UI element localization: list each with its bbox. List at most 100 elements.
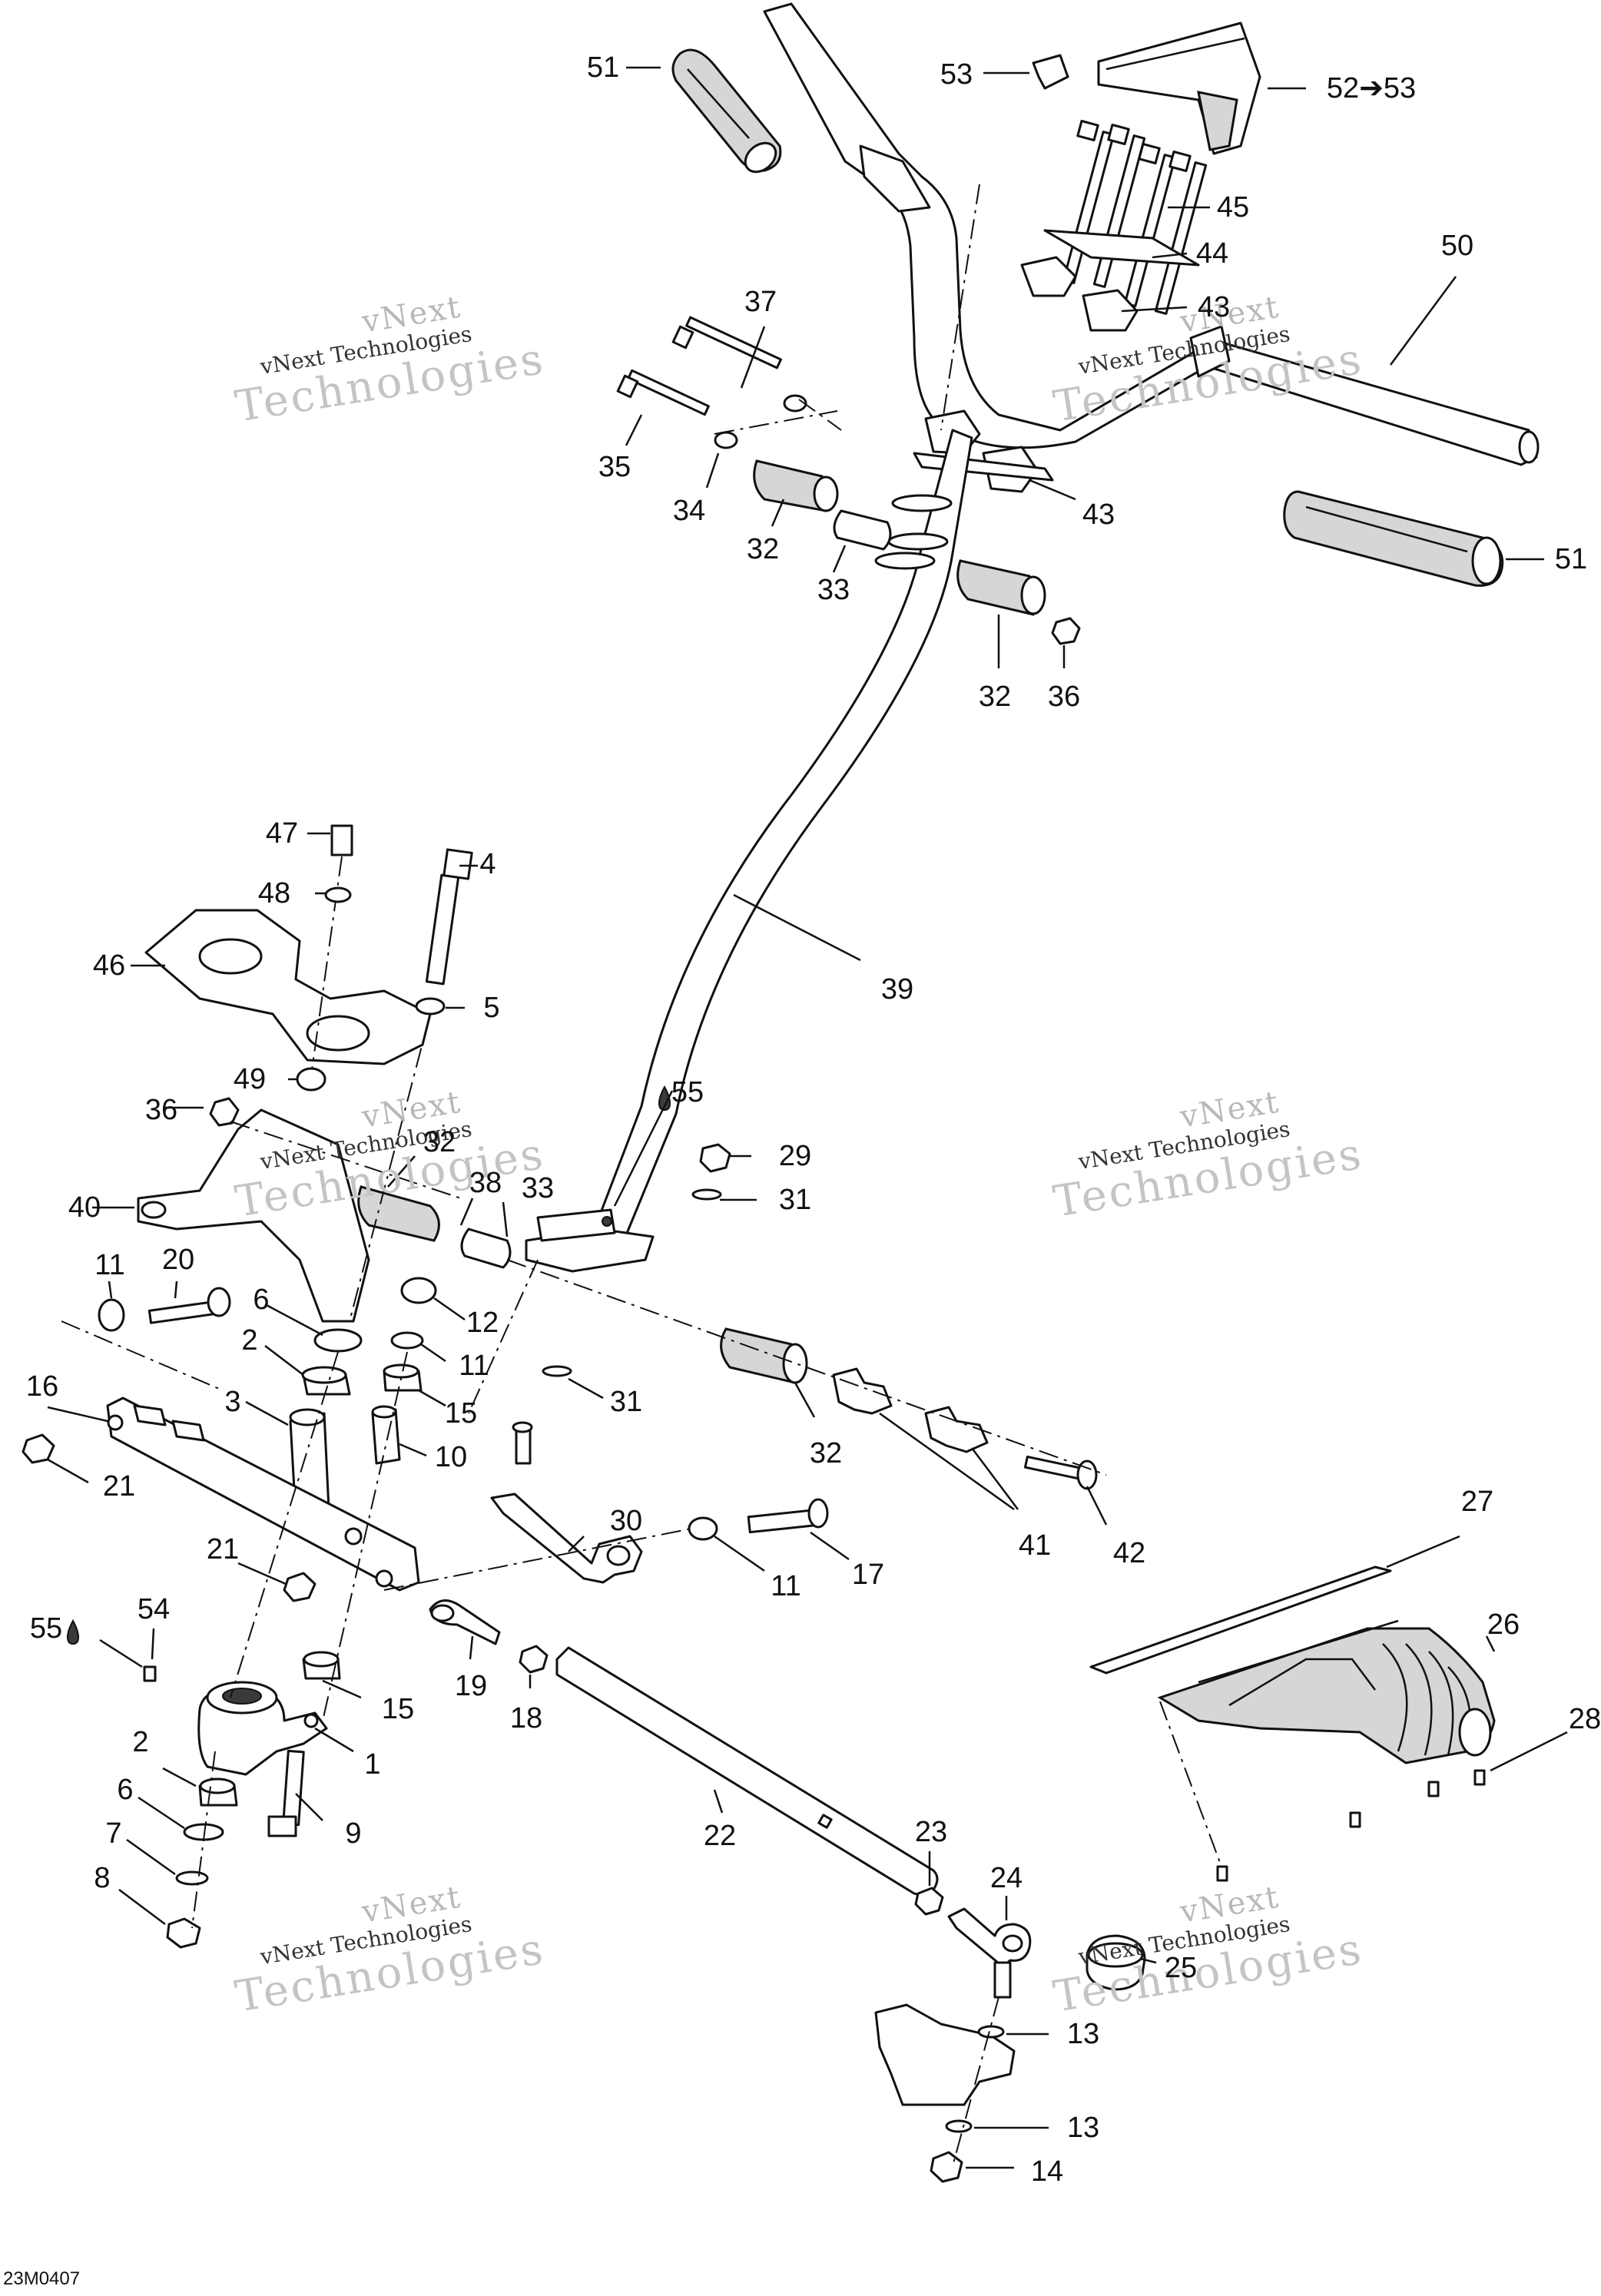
- callout-6: 6: [253, 1284, 270, 1316]
- callout-41: 41: [1018, 1529, 1052, 1562]
- callout-27: 27: [1460, 1486, 1494, 1518]
- callout-31: 31: [778, 1184, 812, 1216]
- callout-1: 1: [364, 1748, 381, 1781]
- callout-55: 55: [29, 1612, 63, 1645]
- callout-13: 13: [1066, 2018, 1100, 2050]
- callout-36: 36: [144, 1094, 178, 1126]
- callout-15: 15: [381, 1693, 415, 1725]
- nut-8: [166, 1917, 201, 1949]
- callout-48: 48: [257, 877, 291, 909]
- callout-44: 44: [1195, 237, 1229, 270]
- tie-rod-end-24: [947, 1907, 1032, 1999]
- washer-11-right: [688, 1516, 718, 1541]
- nut-29: [699, 1143, 731, 1173]
- callout-37: 37: [744, 286, 777, 318]
- drawing-reference: 23M0407: [3, 2268, 81, 2289]
- bracket-46: [144, 909, 432, 1065]
- steering-arm-1: [197, 1681, 328, 1776]
- nut-36-left: [209, 1097, 240, 1127]
- callout-25: 25: [1164, 1952, 1198, 1984]
- screws-28: [1216, 1769, 1486, 1882]
- bushing-32-upper: [753, 459, 839, 512]
- handle-grip-51-right: [1283, 490, 1504, 587]
- callout-11: 11: [94, 1249, 125, 1281]
- callout-24: 24: [989, 1862, 1023, 1894]
- bushing-32-right: [956, 559, 1046, 616]
- callout-38: 38: [469, 1167, 502, 1199]
- grease-fitting-54: [143, 1665, 157, 1682]
- callout-32: 32: [978, 681, 1012, 713]
- bushing-15-lower: [302, 1651, 341, 1680]
- callout-2: 2: [241, 1324, 258, 1357]
- steering-nozzle-arm: [874, 2003, 1016, 2106]
- callout-7: 7: [105, 1817, 122, 1850]
- washer-13-lower: [945, 2119, 973, 2133]
- callout-13: 13: [1066, 2112, 1100, 2144]
- callout-47: 47: [265, 817, 299, 850]
- washer-5: [415, 997, 446, 1015]
- callout-20: 20: [161, 1244, 195, 1276]
- bolt-35: [616, 369, 738, 449]
- gasket-27: [1089, 1565, 1392, 1675]
- callout-14: 14: [1030, 2155, 1064, 2188]
- callout-54: 54: [137, 1593, 171, 1625]
- callout-32: 32: [809, 1437, 843, 1469]
- nut-12: [400, 1277, 437, 1304]
- callout-11: 11: [771, 1570, 801, 1602]
- callout-12: 12: [466, 1307, 499, 1339]
- tie-rod-22: [555, 1646, 939, 1897]
- callout-10: 10: [434, 1441, 468, 1473]
- callout-11: 11: [459, 1350, 489, 1382]
- washer-31-lower: [542, 1365, 572, 1377]
- washer-11-mid: [390, 1331, 424, 1350]
- callout-50: 50: [1440, 230, 1474, 262]
- steering-column-39: [525, 429, 973, 1273]
- bolt-9: [267, 1749, 305, 1837]
- callout-51: 51: [586, 51, 620, 84]
- clamps-43-upper: [1020, 256, 1139, 332]
- callout-3: 3: [224, 1386, 241, 1418]
- callout-2: 2: [132, 1726, 149, 1758]
- links-41: [832, 1367, 989, 1453]
- callout-21: 21: [206, 1533, 240, 1565]
- nut-23: [914, 1887, 944, 1916]
- callout-5: 5: [483, 992, 500, 1024]
- bolt-42: [1023, 1455, 1098, 1490]
- lever-plate-16-21: [106, 1396, 420, 1592]
- callout-51: 51: [1554, 543, 1588, 575]
- callout-15: 15: [444, 1397, 478, 1430]
- center-lines: [61, 184, 1222, 2167]
- washer-6-upper: [313, 1328, 363, 1353]
- bolts-45: [1062, 119, 1208, 315]
- callout-53: 53: [940, 58, 973, 91]
- washer-7: [175, 1870, 209, 1886]
- bolt-4: [425, 848, 473, 986]
- callout-52-53: 52➔53: [1326, 72, 1417, 104]
- handlebar-50: [763, 2, 1540, 466]
- nut-14: [930, 2151, 963, 2183]
- callout-35: 35: [598, 451, 631, 483]
- bolt-17: [747, 1498, 829, 1534]
- washer-11-left: [98, 1298, 125, 1332]
- nut-49: [296, 1067, 326, 1092]
- callout-49: 49: [233, 1063, 267, 1095]
- callout-36: 36: [1047, 681, 1081, 713]
- callout-4: 4: [479, 848, 496, 880]
- nut-21-left: [22, 1433, 55, 1464]
- callout-29: 29: [778, 1140, 812, 1172]
- callout-39: 39: [880, 973, 914, 1006]
- callout-6: 6: [117, 1774, 134, 1806]
- callout-30: 30: [609, 1505, 643, 1537]
- bushing-32-lower: [720, 1327, 808, 1384]
- leader-lines: [47, 66, 1568, 2169]
- callout-46: 46: [92, 949, 126, 982]
- callout-43: 43: [1197, 291, 1231, 323]
- bushing-15-upper: [383, 1363, 423, 1392]
- bushing-25: [1086, 1934, 1146, 1991]
- bolt-37: [671, 316, 807, 412]
- callout-28: 28: [1568, 1703, 1601, 1735]
- washer-31-upper: [691, 1188, 722, 1201]
- callout-17: 17: [851, 1559, 885, 1591]
- callout-9: 9: [345, 1817, 362, 1850]
- handlebar-cover-53: [1097, 22, 1261, 155]
